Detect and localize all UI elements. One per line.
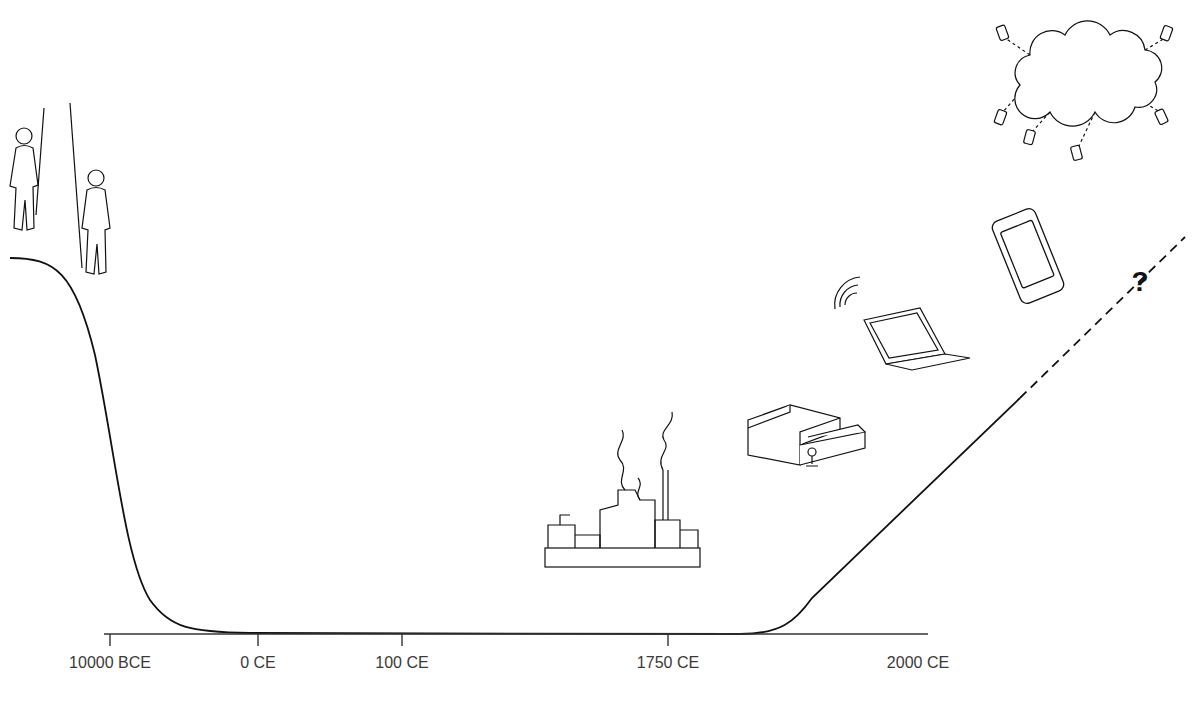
factory-icon-part [638,478,641,500]
laptop-icon-part [835,277,860,309]
trend-curve [10,237,1185,634]
factory-icon-part [600,490,655,548]
small-devices-part [1160,25,1173,41]
small-devices-part [1154,109,1168,125]
cloud-outline [1015,21,1162,126]
time-axis-part [257,634,258,646]
axis-label: 2000 CE [887,655,949,671]
walking-figures-part [88,170,104,186]
phone-icon-part [1000,220,1054,288]
small-devices [994,25,1173,161]
walking-figures-part [82,188,110,275]
factory-icon-part [548,525,600,548]
laptop-icon-part [886,354,970,370]
small-devices-part [1070,145,1082,161]
time-axis [104,634,928,646]
office-cubicle-icon-part [808,425,865,437]
factory-icon-part [661,412,673,470]
phone-icon-part [990,207,1066,306]
phone-icon [990,207,1066,306]
small-devices-part [1023,129,1035,145]
question-mark: ? [1131,268,1148,296]
walking-figures-part [16,128,32,144]
office-cubicle-icon [748,405,865,466]
axis-label: 10000 BCE [69,655,151,671]
factory-icon-part [560,515,570,525]
laptop-icon [835,277,970,370]
factory-icon-part [618,430,625,490]
axis-label: 0 CE [240,655,276,671]
small-devices-part [996,25,1009,41]
time-axis-part [667,634,668,646]
cloud-links-part [1145,38,1165,50]
factory-icon-part [663,470,668,520]
office-cubicle-icon-part [748,405,840,445]
cloud-links-part [1005,38,1030,55]
walking-figures-part [10,146,38,231]
walking-figures-part [70,103,82,268]
time-axis-part [109,634,110,646]
curve-line [10,258,1020,634]
walking-figures-part [36,108,44,215]
laptop-icon-part [870,313,938,358]
office-cubicle-icon-part [808,448,816,456]
walking-figures [10,103,110,274]
axis-label: 1750 CE [637,655,699,671]
small-devices-part [994,109,1007,125]
factory-icon [545,412,700,567]
time-axis-part [104,633,928,634]
cloud-network-icon [994,21,1173,161]
factory-icon-part [655,520,698,548]
office-cubicle-icon-part [806,456,818,466]
factory-icon-part [545,548,700,567]
axis-label: 100 CE [375,655,428,671]
time-axis-part [401,634,402,646]
